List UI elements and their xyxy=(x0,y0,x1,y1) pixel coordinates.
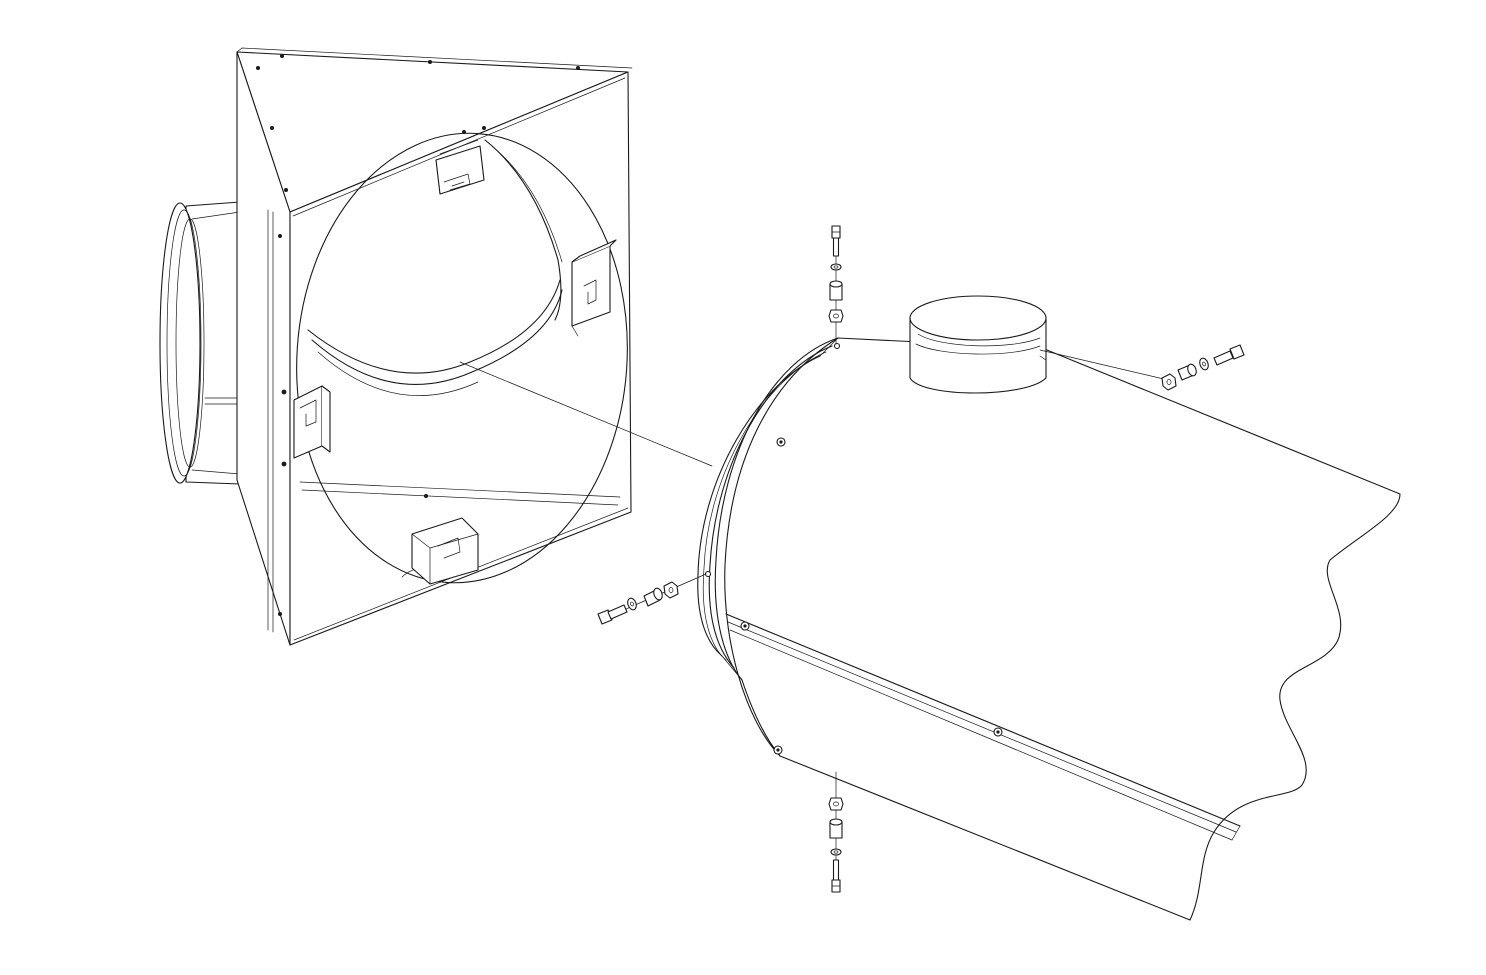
fan-inlet-flange xyxy=(697,337,839,757)
bracket-bottom xyxy=(411,517,479,585)
washer xyxy=(830,263,842,271)
bracket-left xyxy=(293,385,331,459)
box-rivets xyxy=(256,54,580,616)
bracket-top xyxy=(435,139,485,195)
washer xyxy=(1199,357,1209,371)
fan-body-screws xyxy=(704,342,1003,755)
fastener-stack-left xyxy=(597,573,707,625)
washer xyxy=(627,597,637,611)
rubber-spacer xyxy=(1177,363,1197,381)
hex-bolt xyxy=(831,859,841,893)
fan-seam-rail xyxy=(725,613,1241,827)
rubber-spacer xyxy=(829,818,843,839)
spigot-collar xyxy=(909,295,1047,394)
hex-bolt xyxy=(831,225,841,257)
hex-nut xyxy=(828,309,844,323)
hex-nut xyxy=(1161,373,1177,391)
rubber-spacer xyxy=(829,280,843,301)
hex-nut xyxy=(663,581,679,599)
fastener-stack-bottom xyxy=(828,771,844,893)
hex-nut xyxy=(828,797,844,811)
fastener-stack-right xyxy=(1039,344,1245,391)
bracket-right xyxy=(571,239,617,337)
hex-bolt xyxy=(597,604,628,625)
washer xyxy=(830,848,842,856)
inline-duct-fan-housing xyxy=(697,295,1401,921)
assembly-axis-line xyxy=(459,361,713,467)
box-circular-opening xyxy=(296,132,628,584)
inlet-plenum-box xyxy=(159,47,633,646)
hex-bolt xyxy=(1213,344,1245,366)
fan-body-cylinder xyxy=(724,337,1401,921)
fastener-stack-top xyxy=(828,225,844,345)
rubber-spacer xyxy=(643,587,663,607)
